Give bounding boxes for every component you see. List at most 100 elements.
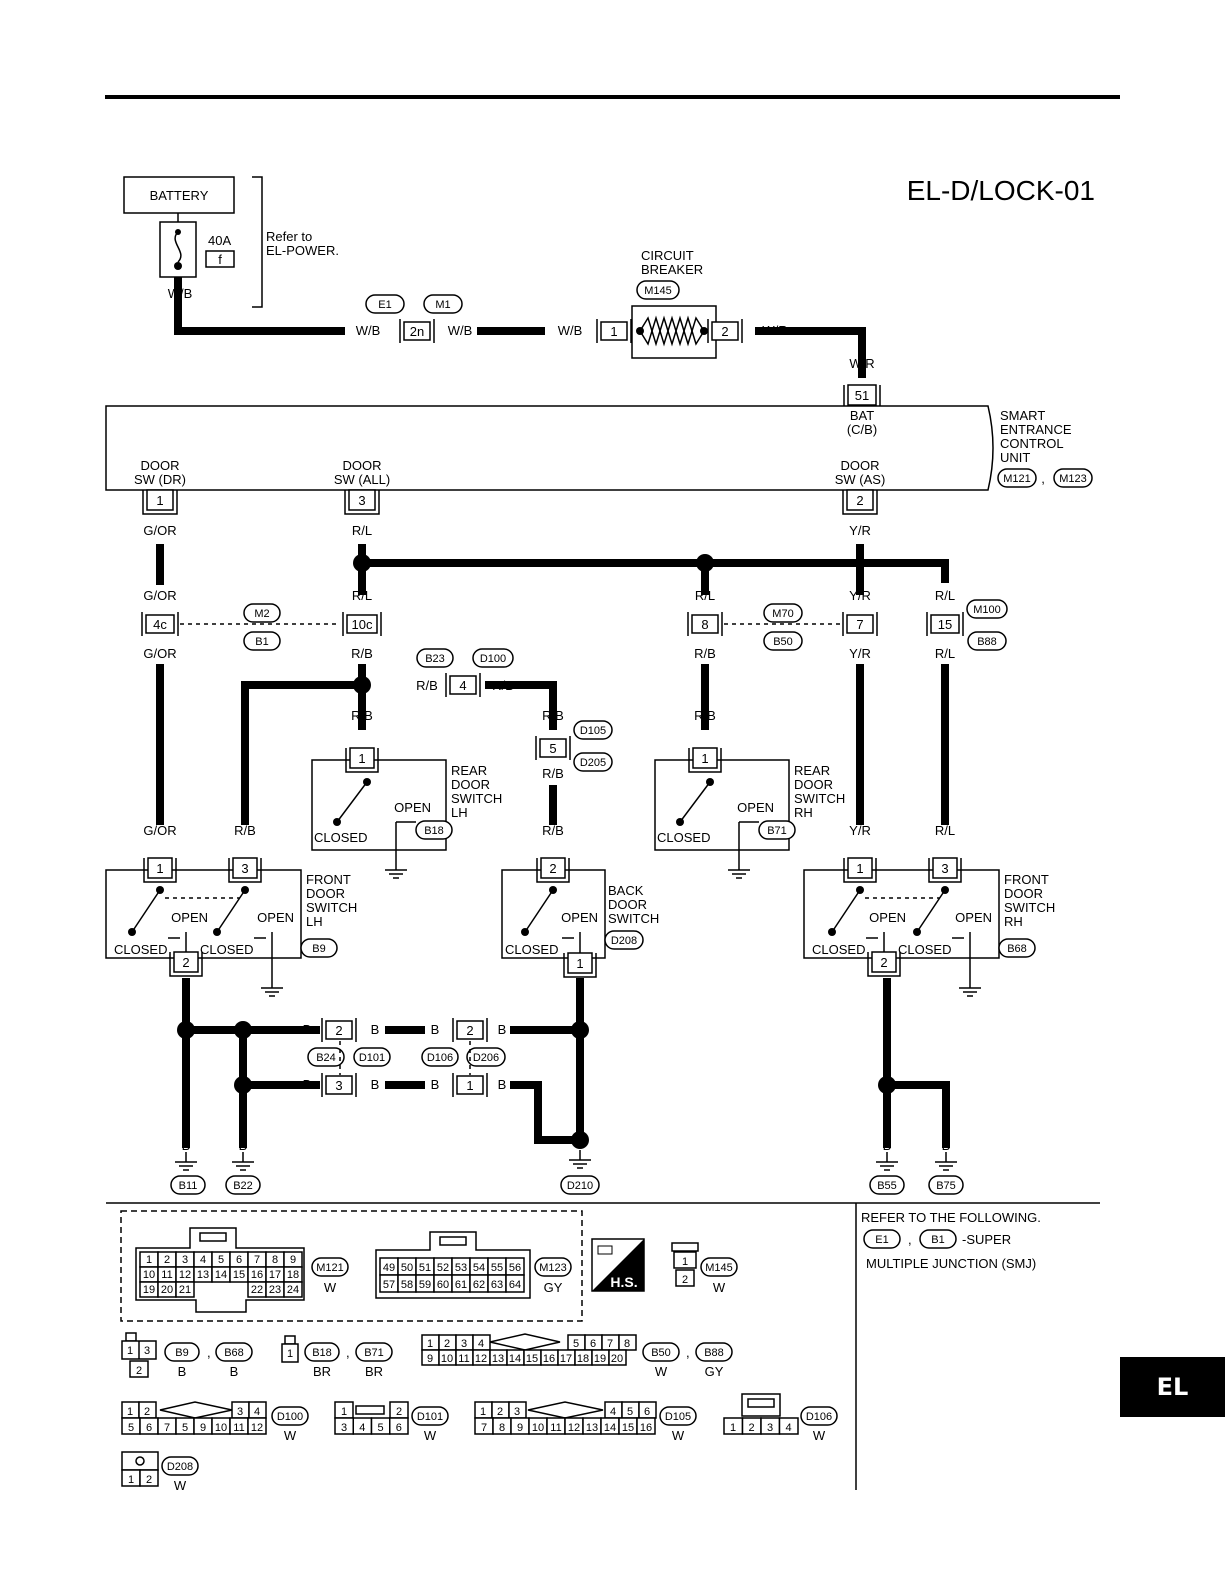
pin-number: 2 [335,1023,342,1038]
pin-box [173,951,199,973]
pin-number: 9 [517,1422,523,1434]
pin-number: 2 [880,955,887,970]
pin-number: 12 [251,1422,263,1434]
pin-number: 3 [144,1345,150,1357]
switch-label: BACK [608,883,644,898]
switch-label: DOOR [608,897,647,912]
pin-number: 1 [156,861,163,876]
pin-number: 5 [377,1422,383,1434]
separator: , [1041,471,1045,486]
pin-number: 21 [179,1284,191,1296]
pin-number: 5 [182,1422,188,1434]
wire-color: B [431,1077,440,1092]
pin-number: 18 [577,1353,589,1365]
pin-number: 3 [341,1422,347,1434]
connector-id: M121 [316,1262,344,1274]
connector-tag [243,631,281,651]
pin-number: 1 [701,751,708,766]
pin-number: 4c [153,617,167,632]
connector-tag [919,1229,957,1249]
junction-dot [571,1131,589,1149]
refer-bracket [252,176,263,308]
pin-box [145,614,175,634]
connector-tag [758,820,796,840]
connector-tag [534,1257,572,1277]
wire-color: Y/R [849,823,871,838]
pin-number: 4 [459,678,466,693]
pin-number: 61 [455,1279,467,1291]
wire-color: B [303,1022,312,1037]
switch-label: DOOR [794,777,833,792]
connector-id: D105 [580,725,606,737]
connector-color: BR [365,1364,383,1379]
wire-color: W/B [558,323,583,338]
wire-color: R/L [935,646,955,661]
connector-id: D101 [359,1052,385,1064]
pin-number: 1 [127,1345,133,1357]
connector-color: W [813,1428,826,1443]
pin-number: 2 [136,1365,142,1377]
switch-blade [131,889,161,933]
wire-rl-bus [362,559,949,583]
lock-tab [135,1456,145,1466]
pin-number: 15 [526,1353,538,1365]
connector-color: W [655,1364,668,1379]
pin-number: 2 [444,1338,450,1350]
wire-color: R/L [695,588,715,603]
connector-id: M145 [644,285,672,297]
junction-dot [878,1076,896,1094]
switch-label: RH [794,805,813,820]
pin-number: 19 [594,1353,606,1365]
wire-color: R/B [351,708,373,723]
closed-label: CLOSED [812,942,865,957]
connector-tag [416,648,454,668]
breaker-icon [639,315,705,347]
pin-number: 15 [233,1269,245,1281]
connector-color: B [230,1364,239,1379]
pin-number: 1 [128,1474,134,1486]
pin-number: 4 [610,1406,616,1418]
connector-tag [170,1175,206,1195]
switch-label: REAR [794,763,830,778]
fuse-terminal [175,229,181,235]
connector-tag [353,1047,391,1067]
wire-rb [485,681,557,730]
pin-number: 2 [182,955,189,970]
wire-color: R/B [542,766,564,781]
pin-number: 1 [466,1078,473,1093]
pin-number: 1 [146,1254,152,1266]
battery-box [123,176,235,214]
wire-battery [174,277,345,335]
connector-id: B71 [767,825,787,837]
pin-number: 7 [856,617,863,632]
junction-dot [571,1021,589,1039]
connector-id: B68 [1007,943,1027,955]
wire-color: B [498,1022,507,1037]
pin-number: 2 [682,1274,688,1286]
pin-number: 62 [473,1279,485,1291]
pin-number: 4 [478,1338,484,1350]
pin-box [847,857,873,879]
wire-color: B [371,1077,380,1092]
pin-number: 16 [640,1422,652,1434]
tab [284,1335,296,1345]
pin-cell [673,1251,697,1269]
section-tab[interactable]: EL [1120,1357,1225,1417]
open-label: OPEN [737,800,774,815]
pin-box [567,952,593,974]
connector-id: M123 [539,1262,567,1274]
pin-number: 2 [856,493,863,508]
connector-tag [573,752,613,772]
connector-color: W [324,1280,337,1295]
battery-label: BATTERY [150,188,209,203]
pin-number: 2 [466,1023,473,1038]
connector-id: D210 [567,1180,593,1192]
key-shape [527,1401,604,1419]
connector-color: W [424,1428,437,1443]
pin-number: 5 [627,1406,633,1418]
connector-tag [164,1342,200,1362]
switch-label: DOOR [451,777,490,792]
separator: , [908,1232,912,1247]
pin-number: 4 [254,1406,260,1418]
lock-tab [355,1405,385,1415]
